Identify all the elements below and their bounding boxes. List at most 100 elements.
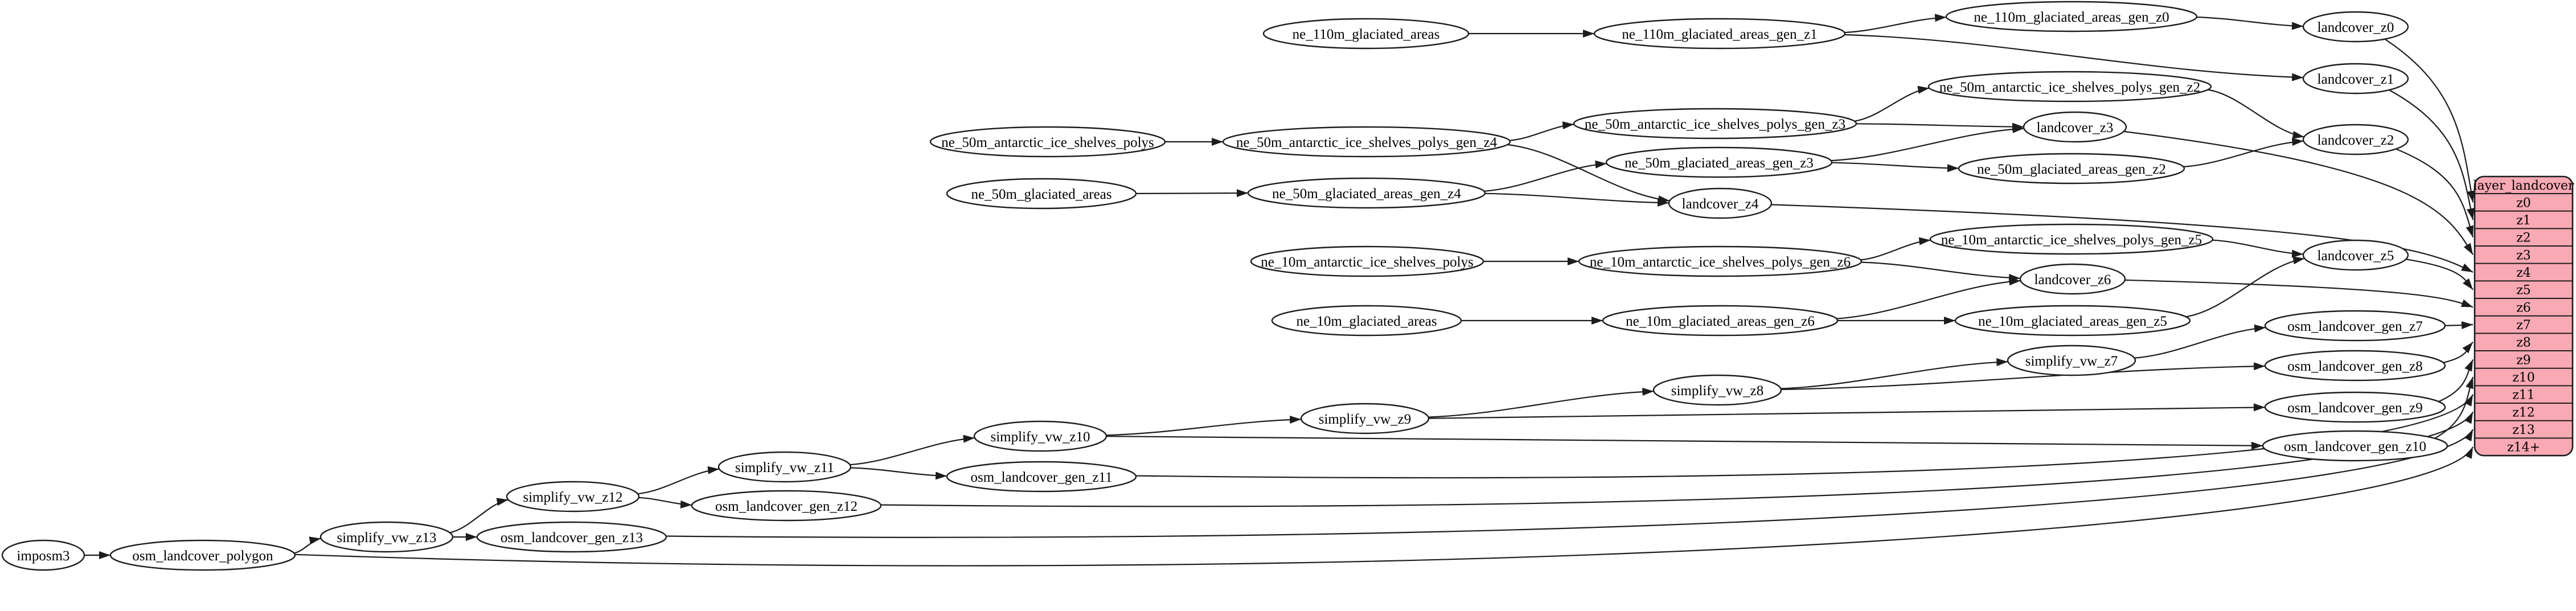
table-row-z9: z9	[2516, 353, 2531, 367]
arrowhead-icon	[2460, 299, 2473, 307]
node-simplify_vw_z9	[1300, 403, 1430, 434]
arrowhead-icon	[1934, 14, 1947, 22]
arrowhead-icon	[2292, 131, 2304, 139]
node-landcover_z1	[2302, 63, 2409, 95]
arrowhead-icon	[1562, 121, 1574, 129]
arrowhead-icon	[2012, 125, 2024, 133]
node-label-landcover_z2: landcover_z2	[2317, 133, 2394, 148]
node-label-landcover_z4: landcover_z4	[1682, 196, 1759, 212]
edge-landcover_z6-to-row-z6	[2124, 279, 2474, 308]
node-ne_50m_glaciated_areas	[946, 178, 1137, 210]
table-row-z6: z6	[2516, 301, 2531, 315]
arrowhead-icon	[935, 471, 947, 480]
arrowhead-icon	[1290, 416, 1302, 424]
edge-simplify_vw_z8-to-simplify_vw_z7	[1781, 361, 2008, 389]
arrowhead-icon	[2464, 359, 2473, 372]
table-row-z13: z13	[2512, 423, 2535, 437]
arrowhead-icon	[496, 498, 508, 506]
node-ne_50m_glaciated_areas_gen_z4	[1247, 177, 1486, 209]
node-ne_110m_glaciated_areas	[1262, 18, 1470, 50]
node-simplify_vw_z13	[319, 521, 454, 553]
node-simplify_vw_z11	[717, 451, 852, 483]
node-osm_landcover_polygon	[109, 539, 296, 571]
arrowhead-icon	[2291, 249, 2304, 258]
arrowhead-icon	[2464, 446, 2473, 459]
node-osm_landcover_gen_z10	[2262, 430, 2448, 462]
arrowhead-icon	[1583, 30, 1594, 38]
node-ne_110m_glaciated_areas_gen_z0	[1945, 1, 2198, 32]
edge-simplify_vw_z11-to-simplify_vw_z10	[850, 437, 975, 466]
node-label-landcover_z0: landcover_z0	[2317, 20, 2394, 35]
node-ne_10m_antarctic_ice_shelves_polys_gen_z6	[1578, 245, 1863, 277]
arrowhead-icon	[1237, 189, 1248, 198]
edge-ne_50m_antarctic_ice_shelves_polys_gen_z4-to-landcover_z4	[1507, 143, 1670, 202]
arrowhead-icon	[1642, 387, 1654, 396]
node-simplify_vw_z12	[506, 481, 640, 512]
node-landcover_z2	[2302, 124, 2409, 155]
arrowhead-icon	[1917, 85, 1930, 94]
node-label-landcover_z1: landcover_z1	[2317, 72, 2394, 87]
node-label-simplify_vw_z10: simplify_vw_z10	[991, 429, 1090, 445]
node-ne_50m_antarctic_ice_shelves_polys_gen_z4	[1222, 126, 1511, 158]
edge-ne_110m_glaciated_areas_gen_z1-to-landcover_z1	[1844, 34, 2304, 79]
table-row-z0: z0	[2516, 196, 2531, 210]
node-simplify_vw_z8	[1652, 374, 1782, 406]
arrowhead-icon	[2466, 377, 2474, 389]
edge-landcover_z0-to-row-z0	[2384, 38, 2474, 203]
arrowhead-icon	[1918, 237, 1931, 245]
layer-table-title: layer_landcover	[2473, 179, 2574, 193]
node-label-osm_landcover_gen_z11: osm_landcover_gen_z11	[971, 470, 1113, 485]
arrowhead-icon	[1595, 160, 1607, 169]
edge-landcover_z2-to-row-z2	[2395, 148, 2474, 238]
node-ne_10m_glaciated_areas	[1271, 305, 1462, 337]
node-label-ne_50m_glaciated_areas: ne_50m_glaciated_areas	[971, 187, 1111, 202]
node-label-osm_landcover_gen_z13: osm_landcover_gen_z13	[501, 530, 643, 546]
arrowhead-icon	[1947, 164, 1959, 173]
table-row-z11: z11	[2512, 388, 2535, 403]
arrowhead-icon	[2464, 394, 2473, 407]
arrowhead-icon	[2463, 278, 2473, 290]
arrowhead-icon	[2254, 324, 2266, 333]
edge-osm_landcover_gen_z12-to-row-z12	[880, 411, 2474, 507]
edge-osm_landcover_polygon-to-row-z14+	[294, 446, 2474, 567]
arrowhead-icon	[707, 466, 720, 474]
arrowhead-icon	[2292, 138, 2304, 146]
node-osm_landcover_gen_z11	[946, 461, 1137, 493]
arrowhead-icon	[1568, 257, 1579, 265]
node-label-simplify_vw_z7: simplify_vw_z7	[2025, 354, 2118, 369]
arrowhead-icon	[99, 551, 110, 559]
node-landcover_z4	[1668, 187, 1773, 219]
edge-landcover_z5-to-row-z5	[2406, 259, 2474, 290]
arrowhead-icon	[963, 434, 975, 443]
table-row-z8: z8	[2516, 336, 2531, 350]
edge-simplify_vw_z8-to-osm_landcover_gen_z8	[1781, 365, 2266, 390]
node-label-osm_landcover_gen_z10: osm_landcover_gen_z10	[2284, 439, 2426, 454]
node-label-landcover_z6: landcover_z6	[2034, 272, 2111, 288]
edge-ne_110m_glaciated_areas_gen_z0-to-landcover_z0	[2196, 17, 2304, 27]
arrowhead-icon	[2461, 321, 2473, 330]
edge-landcover_z4-to-row-z4	[1771, 204, 2474, 273]
edge-osm_landcover_gen_z11-to-row-z11	[1135, 394, 2474, 479]
table-row-z10: z10	[2512, 371, 2535, 385]
edge-landcover_z3-to-row-z3	[2123, 130, 2474, 255]
arrowhead-icon	[2291, 22, 2304, 30]
node-landcover_z6	[2019, 263, 2126, 295]
node-ne_10m_glaciated_areas_gen_z5	[1954, 305, 2191, 337]
node-label-ne_10m_antarctic_ice_shelves_polys_gen_z5: ne_10m_antarctic_ice_shelves_polys_gen_z…	[1941, 232, 2202, 248]
arrowhead-icon	[1591, 317, 1603, 325]
node-ne_50m_antarctic_ice_shelves_polys	[929, 126, 1166, 158]
edge-ne_110m_glaciated_areas_gen_z1-to-ne_110m_glaciated_areas_gen_z0	[1844, 17, 1947, 34]
edge-ne_50m_glaciated_areas_gen_z3-to-ne_50m_glaciated_areas_gen_z2	[1831, 162, 1959, 169]
arrowhead-icon	[1944, 317, 1955, 325]
node-label-landcover_z5: landcover_z5	[2317, 248, 2394, 264]
arrowhead-icon	[2292, 256, 2305, 265]
edge-simplify_vw_z9-to-osm_landcover_gen_z9	[1428, 407, 2266, 419]
table-row-z7: z7	[2516, 318, 2531, 333]
edge-ne_50m_antarctic_ice_shelves_polys_gen_z3-to-landcover_z3	[1856, 123, 2024, 128]
edge-ne_10m_antarctic_ice_shelves_polys_gen_z6-to-landcover_z6	[1861, 261, 2021, 279]
node-label-simplify_vw_z8: simplify_vw_z8	[1671, 383, 1764, 399]
node-label-simplify_vw_z12: simplify_vw_z12	[523, 490, 623, 505]
edge-simplify_vw_z11-to-osm_landcover_gen_z11	[850, 467, 947, 477]
